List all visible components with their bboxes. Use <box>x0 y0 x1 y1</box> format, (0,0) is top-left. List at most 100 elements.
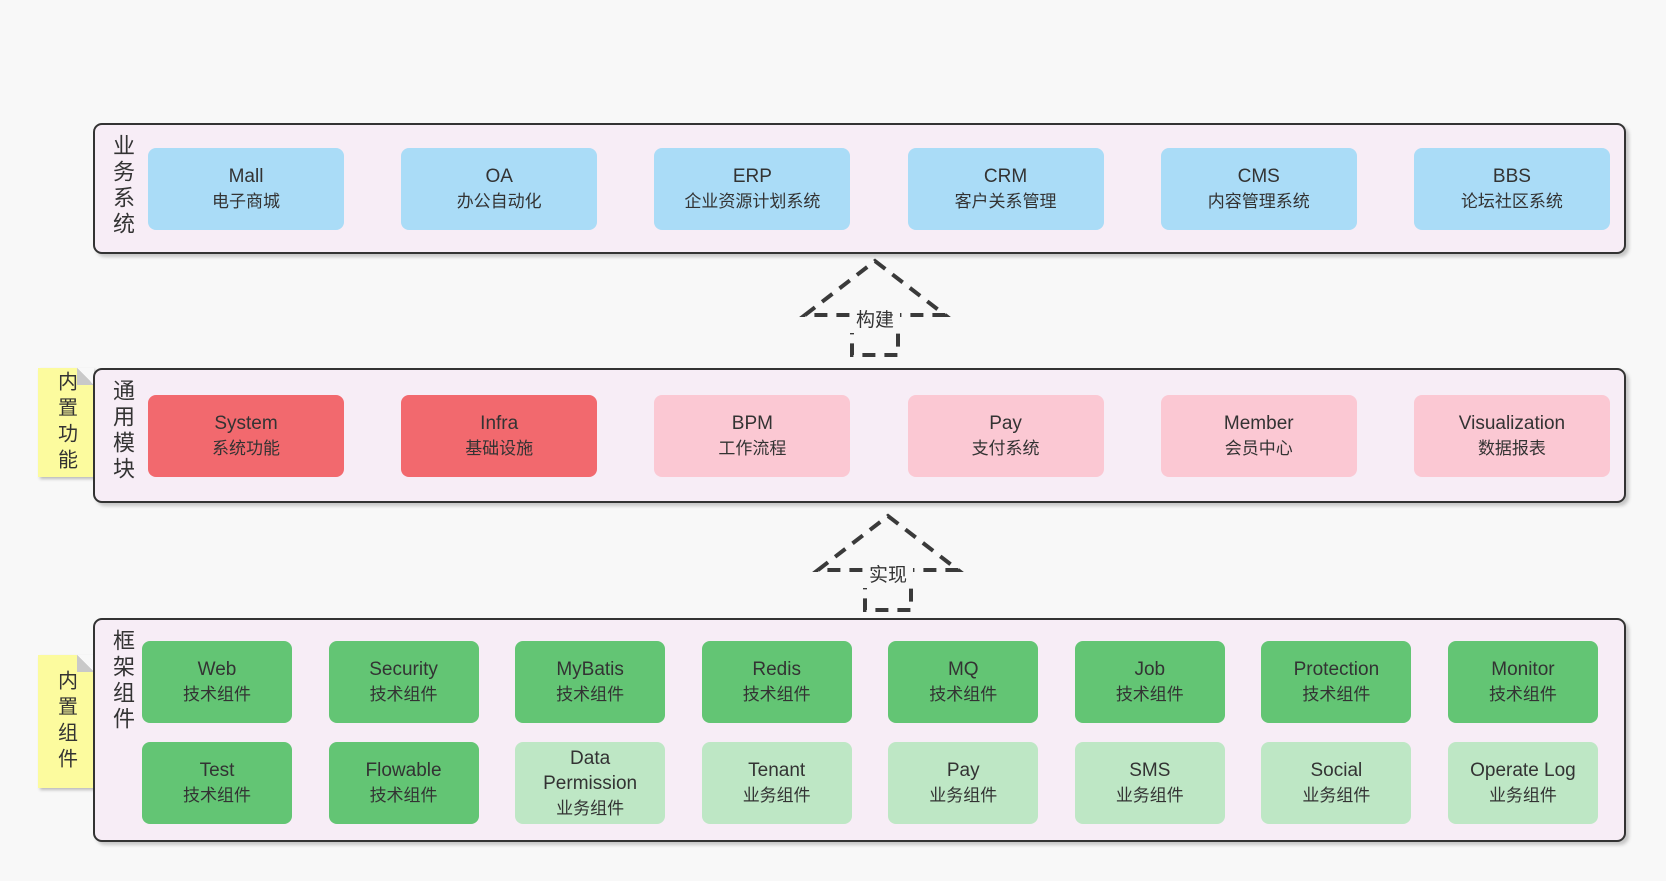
box-subtitle: 业务组件 <box>1115 786 1184 805</box>
sticky-note-text: 内置组件 <box>54 669 77 774</box>
box-title: Tenant <box>748 760 806 781</box>
sticky-note-built-in-components: 内置组件 <box>38 655 94 788</box>
box-title: SMS <box>1129 760 1171 781</box>
box-title: BBS <box>1492 165 1531 187</box>
box-title: Mall <box>228 165 264 187</box>
box-subtitle: 技术组件 <box>1115 685 1184 704</box>
module-box-monitor: Monitor 技术组件 <box>1447 641 1598 723</box>
box-title: Flowable <box>365 760 442 781</box>
box-subtitle: 技术组件 <box>183 786 251 805</box>
box-subtitle: 技术组件 <box>1302 685 1371 704</box>
module-box-sms: SMS 业务组件 <box>1074 742 1225 824</box>
box-title: Test <box>199 760 235 781</box>
box-title: Visualization <box>1458 412 1566 434</box>
box-title: Social <box>1310 760 1363 781</box>
module-box-pay: Pay 业务组件 <box>888 742 1039 824</box>
box-subtitle: 业务组件 <box>556 798 625 818</box>
box-subtitle: 业务组件 <box>1302 786 1371 805</box>
box-subtitle: 基础设施 <box>465 438 534 458</box>
box-title: Monitor <box>1491 659 1555 680</box>
band-label-common-modules: 通用模块 <box>110 379 135 483</box>
box-subtitle: 会员中心 <box>1224 438 1293 458</box>
box-subtitle: 技术组件 <box>369 786 438 805</box>
box-title: Infra <box>480 412 519 434</box>
box-title: MyBatis <box>556 659 624 680</box>
box-title: Member <box>1223 412 1294 434</box>
box-subtitle: 客户关系管理 <box>954 191 1057 211</box>
box-title: CRM <box>983 165 1028 187</box>
box-subtitle: 业务组件 <box>929 786 998 805</box>
box-subtitle: 技术组件 <box>929 685 998 704</box>
module-box-security: Security 技术组件 <box>328 641 479 723</box>
band-label-framework-components: 框架组件 <box>110 629 135 733</box>
module-box-cms: CMS 内容管理系统 <box>1160 147 1357 230</box>
box-subtitle: 技术组件 <box>1488 685 1557 704</box>
module-box-mq: MQ 技术组件 <box>888 641 1039 723</box>
box-title: MQ <box>947 659 979 680</box>
box-subtitle: 企业资源计划系统 <box>684 191 821 211</box>
box-title: Redis <box>752 659 801 680</box>
box-subtitle: 内容管理系统 <box>1207 191 1310 211</box>
box-subtitle: 业务组件 <box>1488 786 1557 805</box>
module-box-oa: OA 办公自动化 <box>401 147 598 230</box>
box-title: System <box>214 412 278 434</box>
module-box-member: Member 会员中心 <box>1160 394 1357 477</box>
box-title: Web <box>197 659 237 680</box>
band-label-business-systems: 业务系统 <box>110 134 135 238</box>
module-box-test: Test 技术组件 <box>142 742 292 824</box>
sticky-note-text: 内置功能 <box>54 370 77 475</box>
module-box-visualization: Visualization 数据报表 <box>1413 394 1610 477</box>
up-arrow-icon <box>812 513 964 612</box>
box-subtitle: 系统功能 <box>212 438 280 458</box>
box-subtitle: 技术组件 <box>742 685 811 704</box>
box-subtitle: 电子商城 <box>212 191 280 211</box>
module-box-data-permission: Data Permission 业务组件 <box>515 742 666 824</box>
module-box-mybatis: MyBatis 技术组件 <box>515 641 666 723</box>
box-title: Security <box>369 659 438 680</box>
box-title: CMS <box>1237 165 1280 187</box>
box-title: ERP <box>732 165 772 187</box>
module-box-tenant: Tenant 业务组件 <box>701 742 852 824</box>
box-subtitle: 业务组件 <box>742 786 811 805</box>
module-box-crm: CRM 客户关系管理 <box>907 147 1104 230</box>
box-title: Operate Log <box>1470 760 1576 781</box>
band-business-systems: 业务系统 Mall 电子商城 OA 办公自动化 ERP 企业资源计划系统 CRM 客户关系管理… <box>93 123 1626 254</box>
box-subtitle: 技术组件 <box>183 685 251 704</box>
module-box-mall: Mall 电子商城 <box>148 147 344 230</box>
box-title: Data Permission <box>543 747 638 794</box>
module-box-system: System 系统功能 <box>148 394 344 477</box>
module-box-operate-log: Operate Log 业务组件 <box>1447 742 1598 824</box>
module-box-erp: ERP 企业资源计划系统 <box>654 147 851 230</box>
module-box-infra: Infra 基础设施 <box>401 394 598 477</box>
box-title: Job <box>1134 659 1166 680</box>
module-box-job: Job 技术组件 <box>1074 641 1225 723</box>
box-title: Pay <box>946 760 980 781</box>
box-subtitle: 技术组件 <box>369 685 438 704</box>
folded-corner-icon <box>77 655 94 672</box>
box-title: BPM <box>731 412 773 434</box>
module-box-flowable: Flowable 技术组件 <box>328 742 479 824</box>
dashed-up-arrow-build: 构建 <box>790 255 960 360</box>
module-box-social: Social 业务组件 <box>1261 742 1412 824</box>
box-subtitle: 数据报表 <box>1477 438 1546 458</box>
arrow-label-build: 构建 <box>849 304 901 333</box>
box-title: OA <box>485 165 513 187</box>
box-subtitle: 论坛社区系统 <box>1460 191 1563 211</box>
box-subtitle: 办公自动化 <box>456 191 542 211</box>
up-arrow-icon <box>799 258 951 357</box>
sticky-note-built-in-functions: 内置功能 <box>38 368 94 477</box>
arrow-label-implement: 实现 <box>862 559 914 588</box>
box-subtitle: 技术组件 <box>556 685 625 704</box>
module-box-bbs: BBS 论坛社区系统 <box>1413 147 1610 230</box>
module-box-redis: Redis 技术组件 <box>701 641 852 723</box>
